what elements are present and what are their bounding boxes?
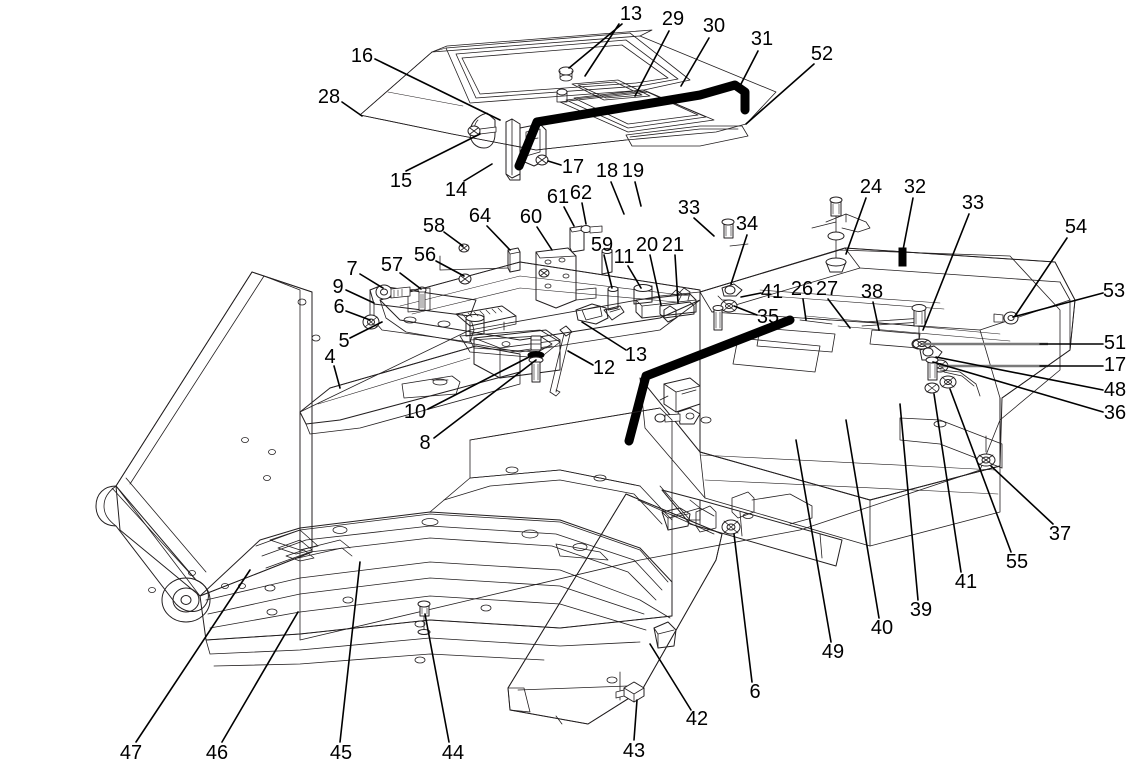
callout-number-33: 33	[677, 197, 701, 219]
knob-13a	[558, 66, 574, 82]
callout-number-37: 37	[1048, 523, 1072, 545]
leader-lines	[135, 23, 1104, 743]
callout-number-38: 38	[860, 281, 884, 303]
callout-number-16: 16	[350, 45, 374, 67]
callout-number-6: 6	[749, 681, 761, 703]
screw-57	[417, 286, 427, 311]
bolt-15	[467, 125, 497, 137]
callout-number-33: 33	[961, 192, 985, 214]
callout-number-30: 30	[702, 15, 726, 37]
hardware-41b	[924, 382, 940, 394]
left-wing-panel	[95, 271, 321, 623]
callout-number-49: 49	[821, 641, 845, 663]
callout-number-45: 45	[329, 742, 353, 764]
right-wedge-panel	[507, 491, 813, 725]
screw-44	[417, 600, 431, 635]
callout-number-15: 15	[389, 170, 413, 192]
callout-number-43: 43	[622, 740, 646, 762]
hardware-41a	[717, 283, 743, 301]
callout-number-4: 4	[324, 346, 336, 368]
callout-number-39: 39	[909, 599, 933, 621]
callout-number-54: 54	[1064, 216, 1088, 238]
hardware-34	[721, 218, 735, 239]
callout-number-26: 26	[790, 278, 814, 300]
fastener-56	[458, 273, 472, 285]
callout-number-36: 36	[1103, 402, 1127, 424]
callout-number-17: 17	[1103, 354, 1127, 376]
callout-number-61: 61	[546, 186, 570, 208]
callout-number-41: 41	[954, 571, 978, 593]
callout-number-24: 24	[859, 176, 883, 198]
hardware-48	[919, 345, 943, 361]
callout-number-51: 51	[1103, 332, 1127, 354]
callout-number-34: 34	[735, 213, 759, 235]
callout-number-48: 48	[1103, 379, 1127, 401]
callout-number-58: 58	[422, 215, 446, 237]
callout-number-5: 5	[338, 330, 350, 352]
callout-number-13: 13	[624, 344, 648, 366]
callout-number-14: 14	[444, 179, 468, 201]
callout-number-20: 20	[635, 234, 659, 256]
chassis-frame	[299, 196, 1076, 641]
callout-number-9: 9	[332, 276, 344, 298]
nut-17a	[535, 154, 549, 166]
fastener-60	[538, 268, 550, 278]
callout-number-28: 28	[317, 86, 341, 108]
hardware-37	[976, 453, 996, 467]
callout-number-12: 12	[592, 357, 616, 379]
fastener-58	[458, 243, 470, 253]
callout-number-10: 10	[403, 401, 427, 423]
eyebolt-7	[375, 284, 411, 300]
callout-number-11: 11	[613, 246, 635, 268]
callout-number-55: 55	[1005, 551, 1029, 573]
callout-number-41: 41	[760, 281, 784, 303]
callout-number-32: 32	[903, 176, 927, 198]
nut-6b	[721, 519, 741, 535]
callout-number-60: 60	[519, 206, 543, 228]
callout-number-56: 56	[413, 244, 437, 266]
callout-number-59: 59	[590, 234, 614, 256]
bolt-43	[615, 681, 645, 703]
callout-number-53: 53	[1102, 280, 1126, 302]
callout-number-7: 7	[346, 258, 358, 280]
callout-number-44: 44	[441, 742, 465, 764]
callout-number-40: 40	[870, 617, 894, 639]
screw-62	[580, 225, 603, 234]
callout-number-64: 64	[468, 205, 492, 227]
callout-number-8: 8	[419, 432, 431, 454]
hardware-left-col	[712, 305, 724, 331]
callout-number-31: 31	[750, 28, 774, 50]
hardware-53	[993, 311, 1019, 325]
callout-number-57: 57	[380, 254, 404, 276]
callout-number-46: 46	[205, 742, 229, 764]
front-bumper-assembly	[199, 407, 673, 667]
hardware-55-nut	[939, 375, 957, 389]
callout-number-35: 35	[756, 306, 780, 328]
hardware-36	[925, 356, 939, 381]
callout-number-29: 29	[661, 8, 685, 30]
callout-number-27: 27	[815, 278, 839, 300]
callout-number-13: 13	[619, 3, 643, 25]
bolt-stack-8	[527, 335, 545, 383]
callout-number-62: 62	[569, 182, 593, 204]
callout-number-19: 19	[621, 160, 645, 182]
bolt-left-deckface	[654, 413, 681, 423]
black-rod-upper	[514, 80, 750, 171]
callout-number-6: 6	[333, 296, 345, 318]
callout-number-42: 42	[685, 708, 709, 730]
callout-number-18: 18	[595, 160, 619, 182]
callout-number-52: 52	[810, 43, 834, 65]
callout-number-21: 21	[661, 234, 685, 256]
callout-number-17: 17	[561, 156, 585, 178]
marker-32	[898, 247, 907, 267]
black-rod-lower	[624, 315, 795, 446]
knob-13b	[556, 88, 568, 103]
callout-number-47: 47	[119, 742, 143, 764]
hardware-24	[825, 196, 847, 273]
